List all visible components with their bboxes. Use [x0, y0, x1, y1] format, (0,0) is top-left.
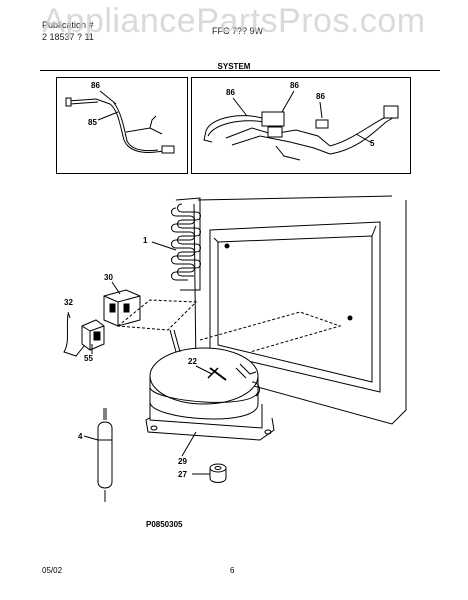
page-number: 6	[230, 566, 235, 575]
wire-harness-85	[65, 97, 175, 154]
callout-55: 55	[84, 354, 93, 363]
power-lead-32	[63, 313, 85, 357]
callout-86: 86	[91, 81, 100, 90]
callout-22: 22	[188, 357, 197, 366]
grommet-27	[209, 463, 227, 483]
callout-30: 30	[104, 273, 113, 282]
callout-29: 29	[178, 457, 187, 466]
compressor-29	[145, 329, 275, 441]
inset-box-right	[191, 77, 411, 174]
relay-overload	[81, 289, 141, 351]
callout-86: 86	[226, 88, 235, 97]
publication-label: Publication #	[42, 20, 94, 30]
section-title: SYSTEM	[217, 62, 251, 71]
callout-27: 27	[178, 470, 187, 479]
callout-32: 32	[64, 298, 73, 307]
filter-drier-4	[97, 408, 113, 502]
header-divider	[40, 70, 440, 71]
inset-box-left	[56, 77, 188, 174]
model-number: FFC 7?? 9W	[212, 26, 264, 36]
callout-5: 5	[370, 139, 375, 148]
callout-4: 4	[78, 432, 83, 441]
callout-85: 85	[88, 118, 97, 127]
callout-86: 86	[290, 81, 299, 90]
callout-1: 1	[143, 236, 148, 245]
publication-number: 2 18537 ? 11	[42, 32, 94, 42]
drawing-id: P0850305	[146, 520, 183, 529]
wire-harness-5	[203, 105, 399, 161]
condenser-coil	[171, 197, 201, 291]
cabinet-outline	[193, 195, 407, 425]
callout-86: 86	[316, 92, 325, 101]
revision-date: 05/02	[42, 566, 63, 575]
